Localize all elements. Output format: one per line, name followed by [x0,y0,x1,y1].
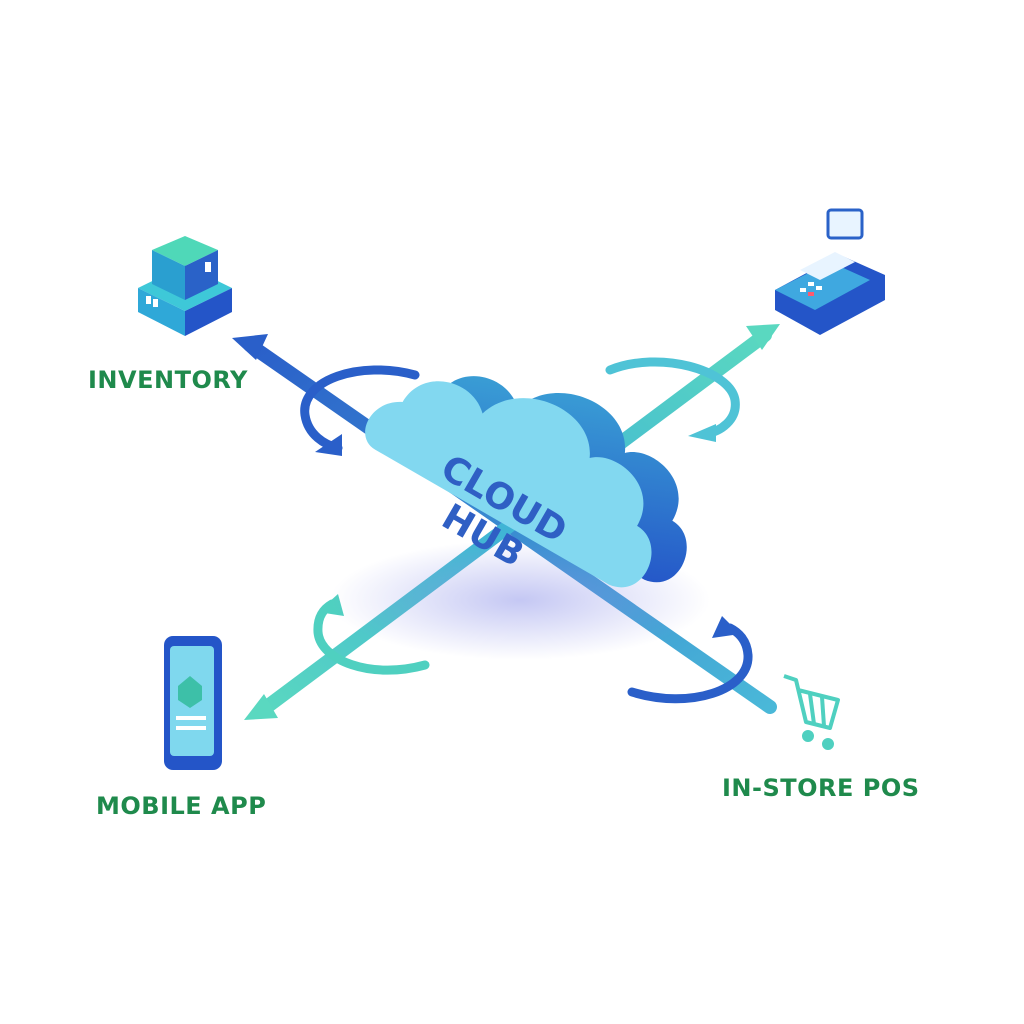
sync-arrow-pos-terminal [688,424,716,442]
cloud-hub: CLOUD HUB [330,376,710,660]
label-inventory: INVENTORY [88,366,248,394]
arrowhead-terminal [746,324,780,350]
boxes-icon [138,236,232,336]
sync-arc-inventory [300,365,420,453]
label-mobile-app: MOBILE APP [96,792,267,820]
sync-arc-pos-terminal [605,357,740,439]
sync-arrow-instore [712,616,740,638]
shopping-cart-icon [783,674,840,750]
sync-arc-instore [627,623,753,704]
sync-arrow-inventory [315,434,342,456]
arrowhead-inventory [232,334,268,360]
arrowhead-mobile [244,694,278,720]
payment-terminal-icon [775,208,885,335]
label-in-store-pos: IN-STORE POS [722,774,920,802]
smartphone-icon [164,636,222,770]
